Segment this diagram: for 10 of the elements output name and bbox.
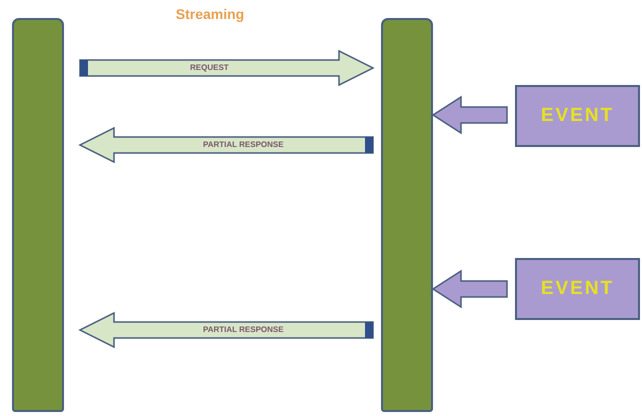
lifeline-bar xyxy=(381,18,433,412)
edge-label: PARTIAL RESPONSE xyxy=(201,325,286,335)
event-box xyxy=(515,258,640,320)
event-box xyxy=(515,85,640,147)
edge-label: PARTIAL RESPONSE xyxy=(201,140,286,150)
edge-label: REQUEST xyxy=(188,63,231,73)
lifeline-bar xyxy=(12,18,64,412)
event-label: EVENT xyxy=(540,105,614,127)
event-label: EVENT xyxy=(540,278,614,300)
diagram-title: Streaming xyxy=(174,6,246,22)
